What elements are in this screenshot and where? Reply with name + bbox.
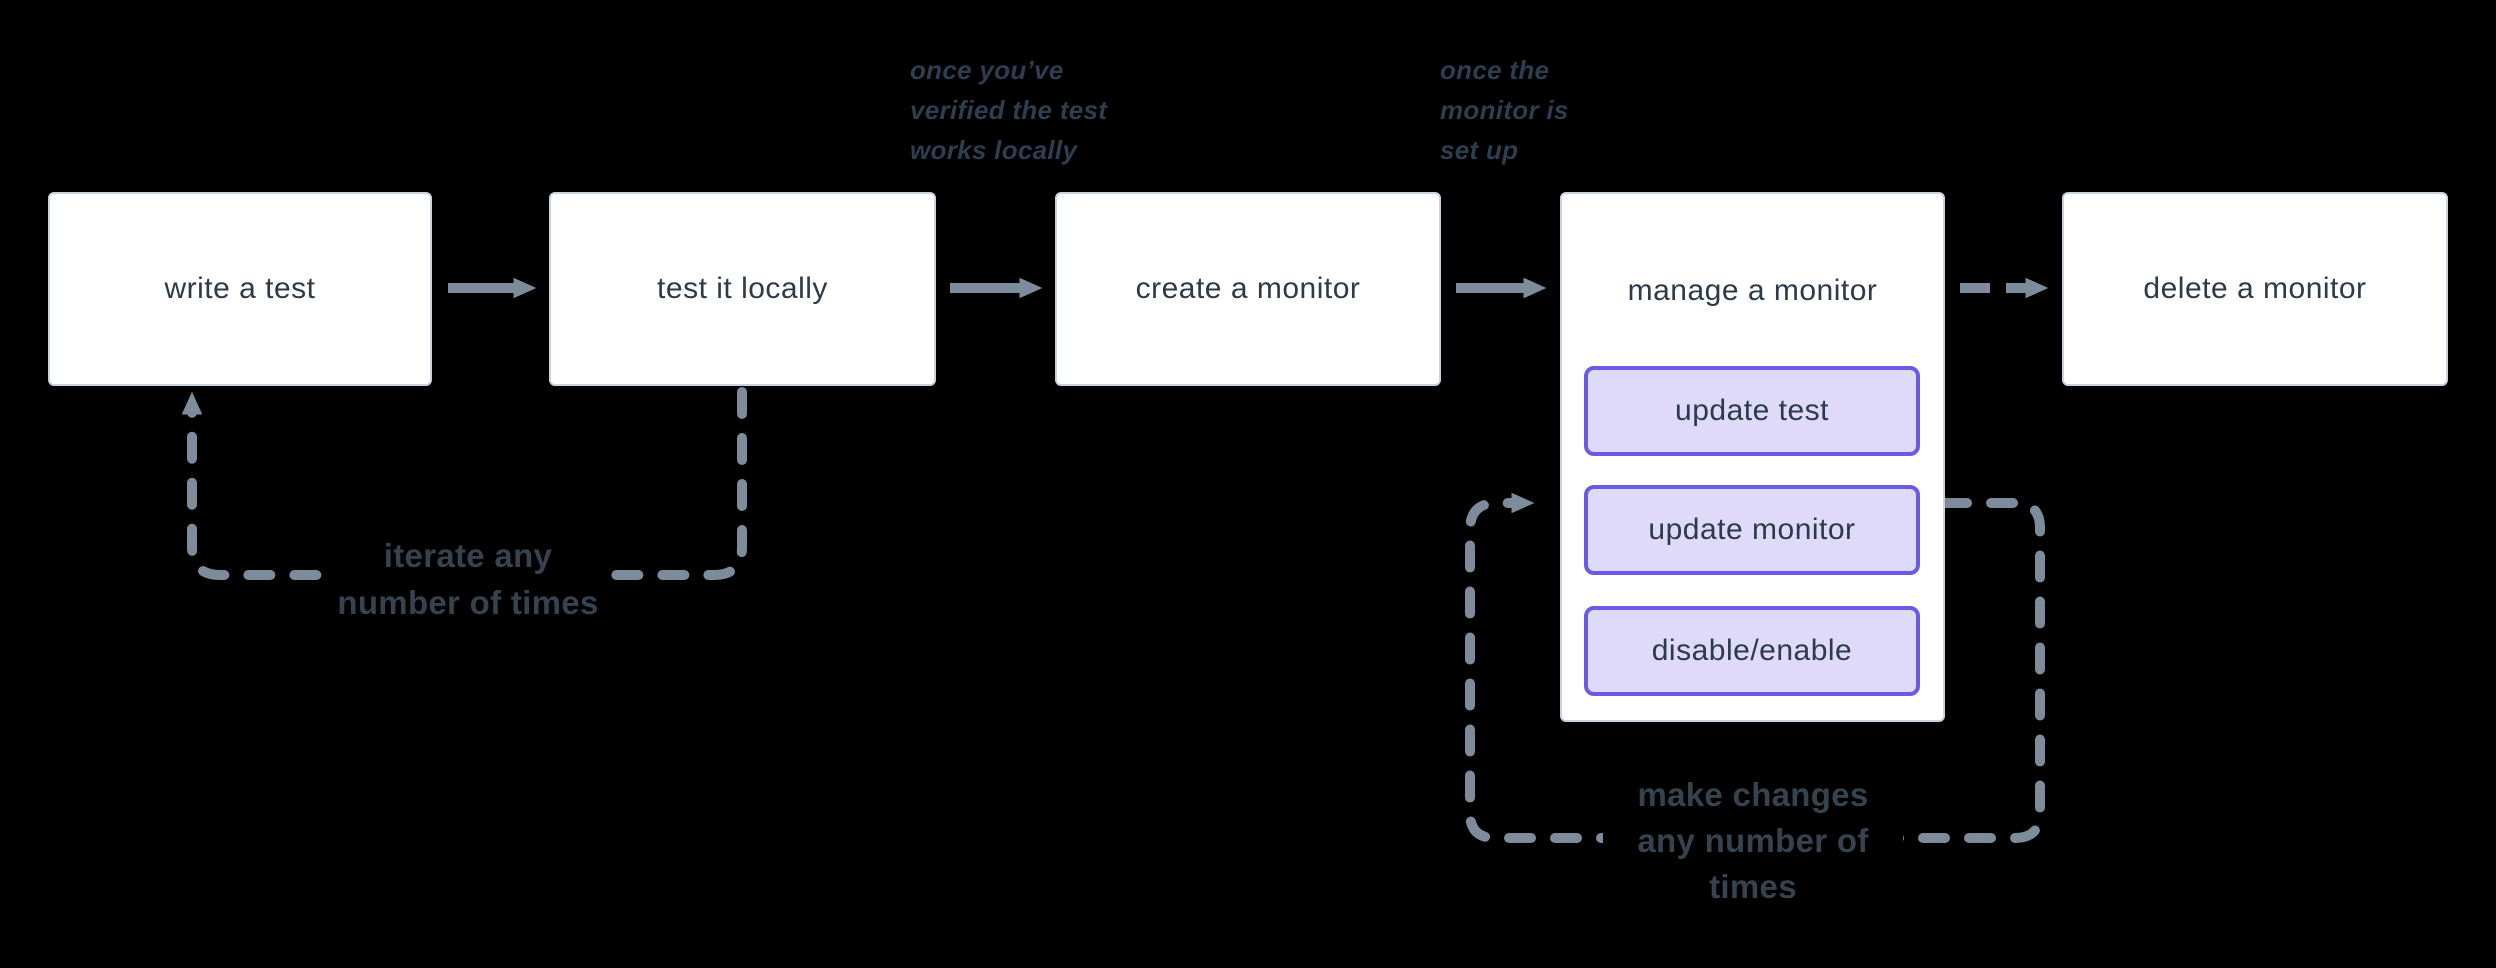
loop-label-line: iterate any	[383, 537, 553, 574]
flow-node-manage-monitor: manage a monitor update test update moni…	[1560, 192, 1945, 722]
flow-node-write-test: write a test	[48, 192, 432, 386]
loop-label-line: times	[1709, 868, 1797, 905]
flow-node-label: create a monitor	[1135, 272, 1361, 305]
annotation-line: monitor is	[1440, 95, 1569, 125]
annotation-verified-locally: once you’ve verified the test works loca…	[910, 50, 1107, 170]
manage-monitor-title-zone: manage a monitor	[1562, 194, 1943, 388]
annotation-line: verified the test	[910, 95, 1108, 125]
loop-label-make-changes: make changes any number of times	[1603, 772, 1903, 910]
annotation-line: once you’ve	[910, 55, 1064, 85]
sub-node-update-monitor: update monitor	[1584, 485, 1920, 575]
flow-node-test-locally: test it locally	[549, 192, 936, 386]
flow-node-label: test it locally	[657, 272, 828, 305]
loop-label-iterate: iterate any number of times	[333, 532, 603, 626]
annotation-line: set up	[1440, 135, 1519, 165]
flow-node-label: write a test	[164, 272, 316, 305]
annotation-line: once the	[1440, 55, 1550, 85]
loop-label-line: any number of	[1637, 822, 1869, 859]
sub-node-disable-enable: disable/enable	[1584, 606, 1920, 696]
loop-label-line: make changes	[1637, 776, 1869, 813]
loop-label-line: number of times	[337, 584, 599, 621]
sub-node-label: disable/enable	[1651, 634, 1853, 667]
flow-node-delete-monitor: delete a monitor	[2062, 192, 2448, 386]
sub-node-update-test: update test	[1584, 366, 1920, 456]
sub-node-label: update test	[1675, 394, 1829, 427]
flow-node-create-monitor: create a monitor	[1055, 192, 1441, 386]
sub-node-label: update monitor	[1648, 513, 1856, 546]
flow-node-label: delete a monitor	[2143, 272, 2367, 305]
annotation-monitor-set-up: once the monitor is set up	[1440, 50, 1569, 170]
flow-node-label: manage a monitor	[1627, 274, 1878, 307]
annotation-line: works locally	[910, 135, 1078, 165]
